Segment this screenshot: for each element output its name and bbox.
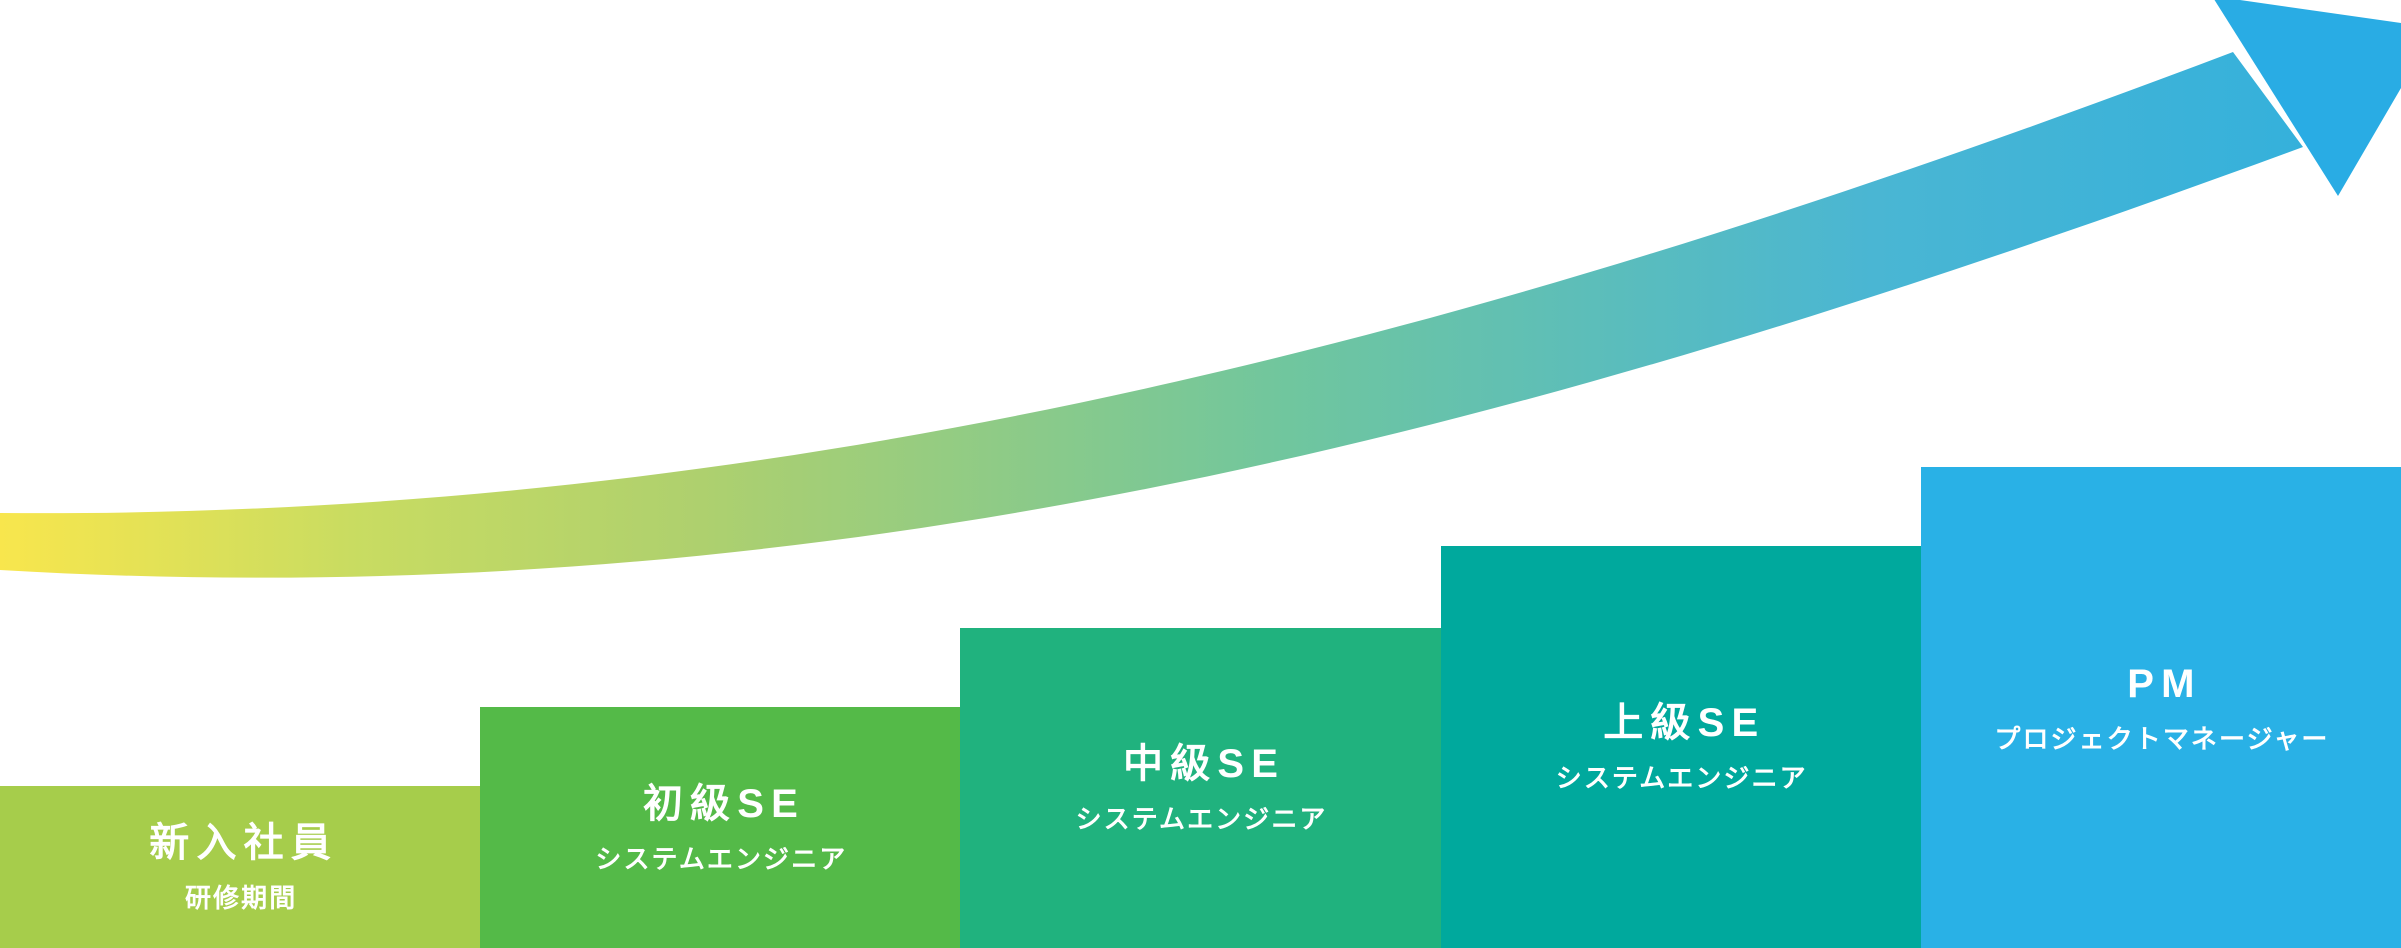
step-subtitle: システムエンジニア <box>595 843 848 874</box>
step-title: 上級SE <box>1603 701 1766 745</box>
step-subtitle: システムエンジニア <box>1075 804 1328 834</box>
arrow-shaft <box>0 52 2303 578</box>
step-shokyuu-se: 初級SE システムエンジニア <box>480 707 961 948</box>
step-subtitle: プロジェクトマネージャー <box>1994 723 2330 754</box>
step-title: PM <box>2127 661 2202 706</box>
step-title: 初級SE <box>642 781 805 826</box>
step-shinnyuu-shain: 新入社員 研修期間 <box>0 786 481 948</box>
step-subtitle: システムエンジニア <box>1555 763 1808 793</box>
step-pm: PM プロジェクトマネージャー <box>1920 467 2401 948</box>
step-chuukyuu-se: 中級SE システムエンジニア <box>960 628 1441 948</box>
step-joukyuu-se: 上級SE システムエンジニア <box>1440 546 1921 948</box>
career-steps: 新入社員 研修期間 初級SE システムエンジニア 中級SE システムエンジニア … <box>0 467 2401 948</box>
step-title: 中級SE <box>1123 742 1286 786</box>
step-subtitle: 研修期間 <box>184 883 298 913</box>
arrow-head-icon <box>2214 0 2401 196</box>
step-title: 新入社員 <box>149 821 339 865</box>
